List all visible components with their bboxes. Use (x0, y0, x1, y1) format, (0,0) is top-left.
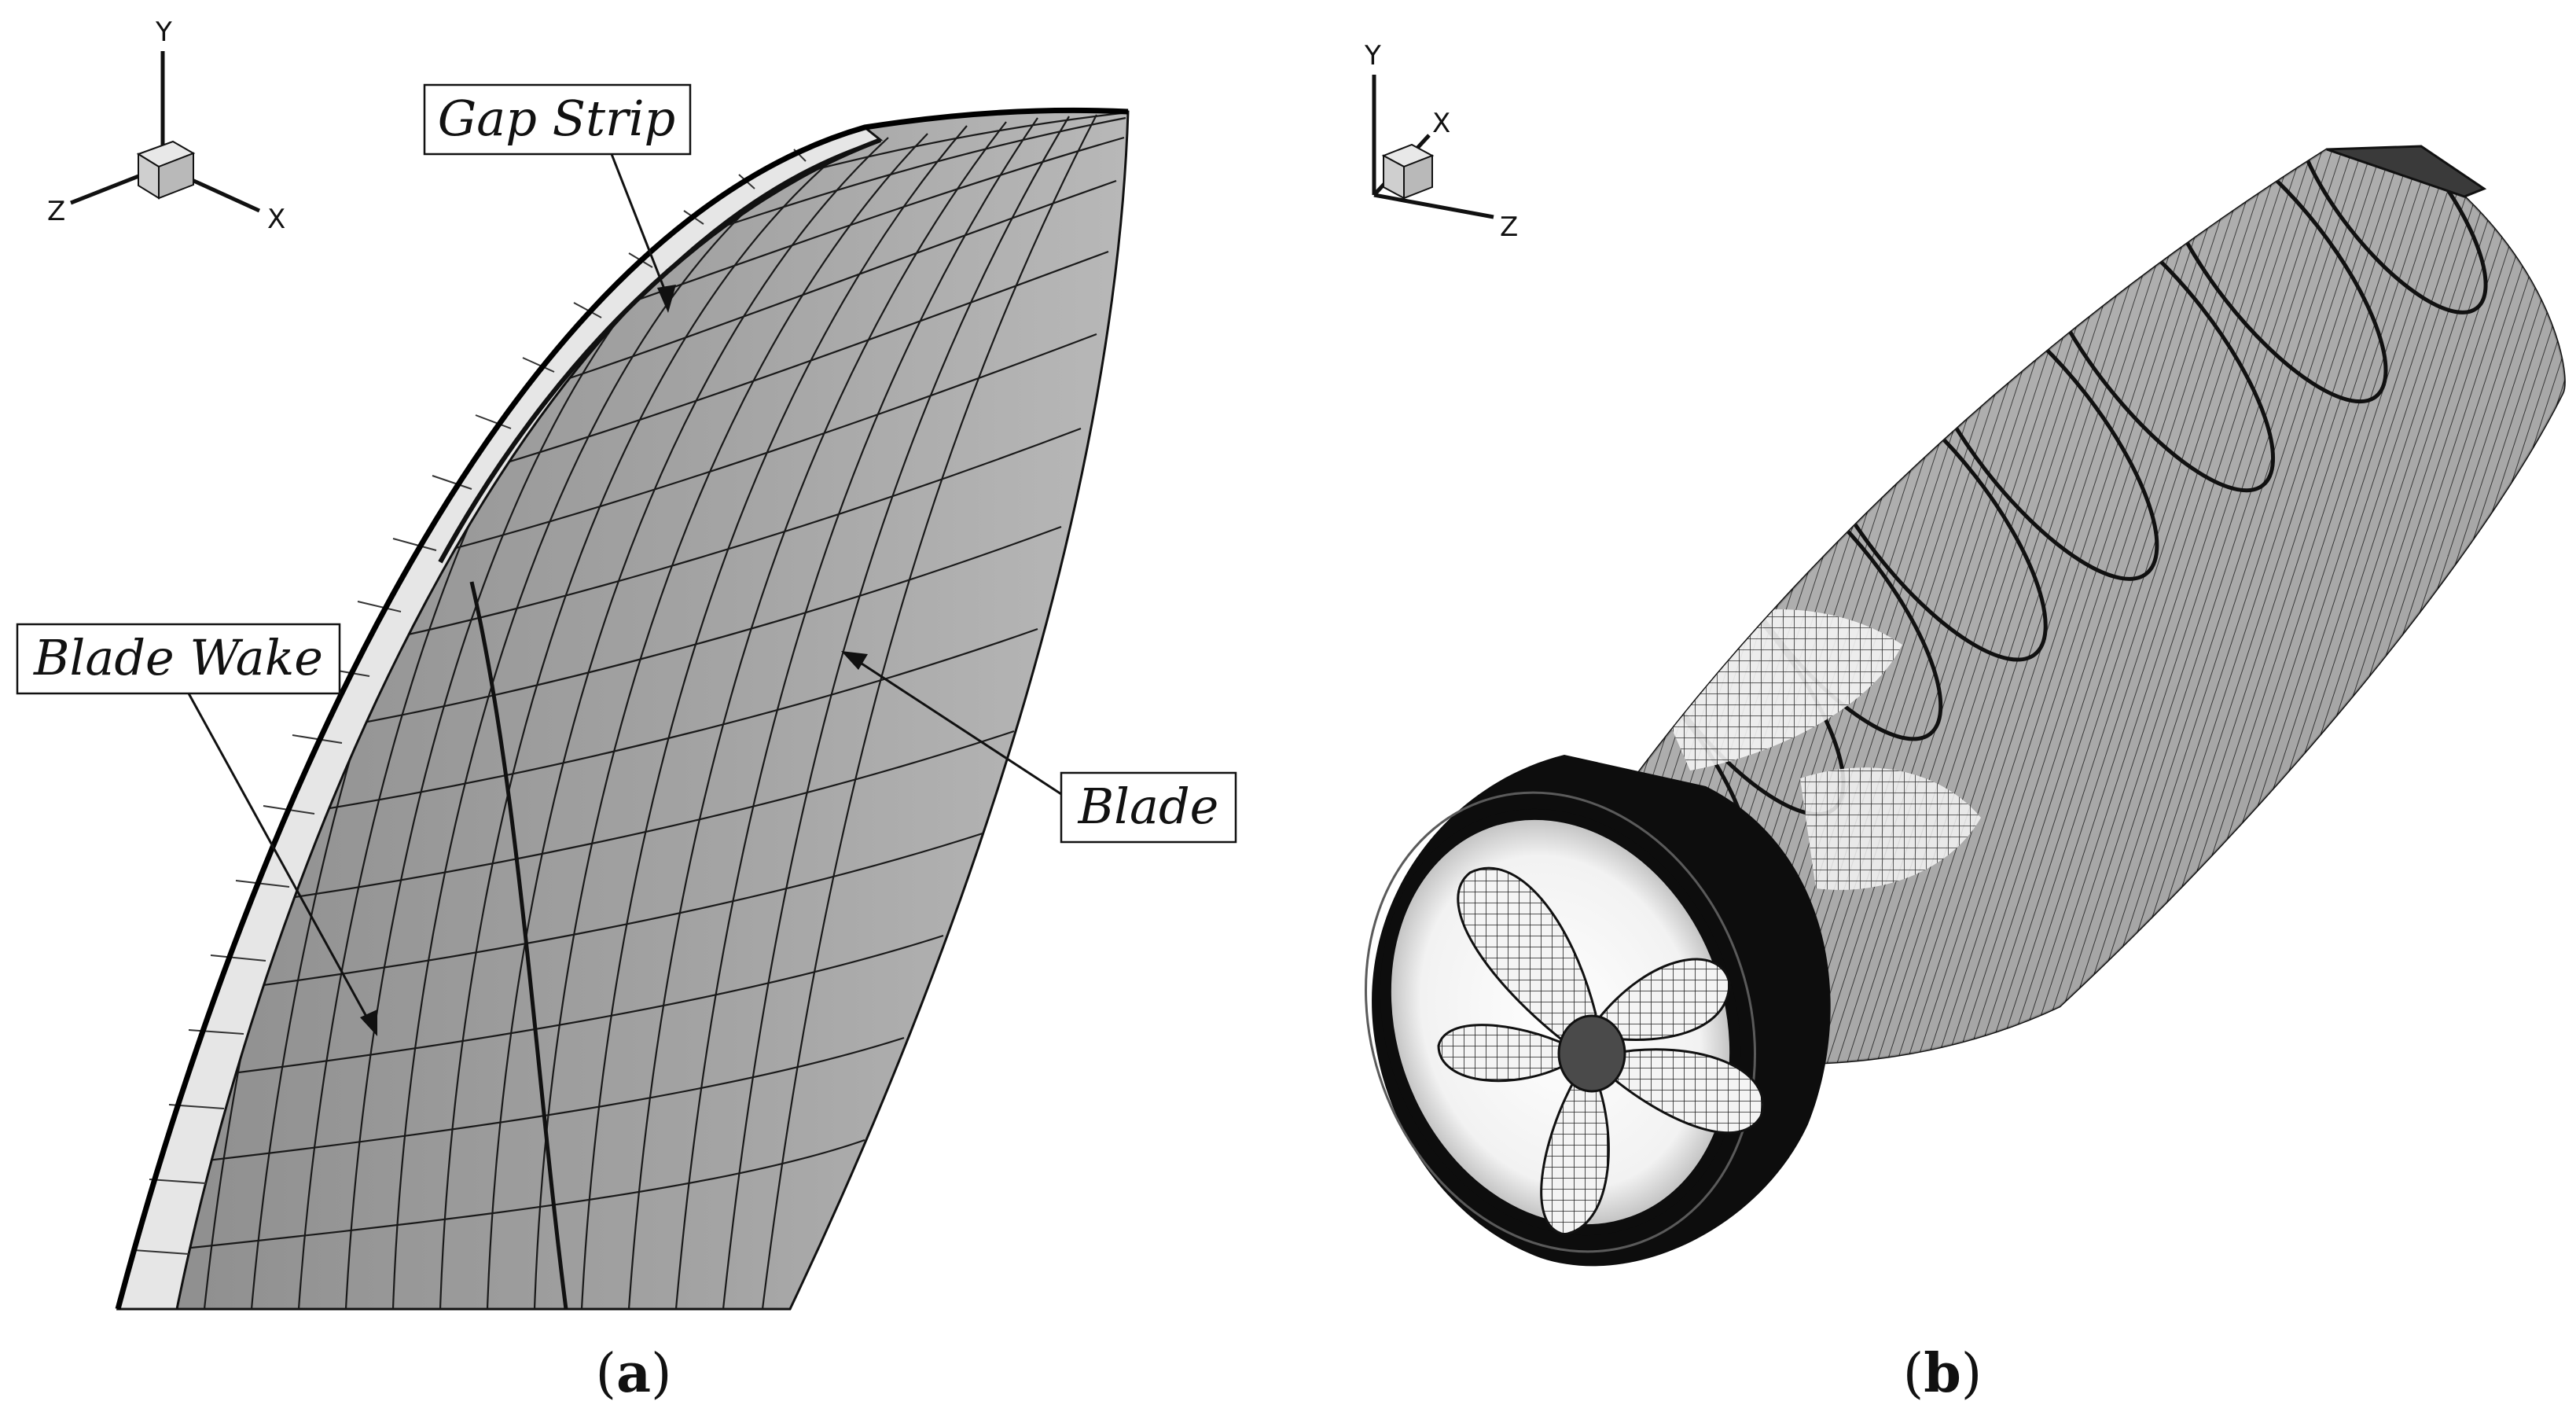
axis-cube (136, 140, 196, 200)
callout-blade-wake: Blade Wake (16, 623, 377, 1036)
svg-text:Blade Wake: Blade Wake (33, 629, 323, 686)
propeller-blade (1457, 866, 1597, 1056)
propeller-blade (1610, 1048, 1764, 1135)
axis-triad-a: Y Z X (47, 17, 285, 235)
caption-a: (a) (595, 1342, 671, 1405)
axis-label-x: X (267, 204, 285, 235)
callout-blade: Blade (841, 651, 1237, 844)
propeller-blade (1540, 1076, 1610, 1236)
panel-b: Y X Z (1364, 40, 2566, 1405)
svg-text:Gap Strip: Gap Strip (438, 90, 675, 147)
callout-gap-strip: Gap Strip (423, 83, 692, 313)
caption-b: (b) (1903, 1342, 1983, 1405)
axis-label-x: X (1432, 108, 1450, 139)
axis-triad-b: Y X Z (1364, 40, 1518, 243)
axis-label-z: Z (47, 196, 65, 227)
axis-cube (1381, 143, 1435, 200)
panel-a: Y Z X (16, 17, 1237, 1405)
svg-text:Blade: Blade (1078, 778, 1219, 835)
axis-label-y: Y (155, 17, 172, 48)
propeller (1437, 866, 1764, 1236)
axis-label-z: Z (1500, 211, 1518, 243)
blade-leading-edge (115, 107, 1129, 1310)
propeller-blade (1437, 1024, 1574, 1083)
propeller-blade (1594, 958, 1731, 1041)
blade-wake-edge (469, 581, 568, 1310)
propeller-hub (1557, 1014, 1626, 1093)
axis-label-y: Y (1364, 40, 1381, 72)
gap-strip-line (438, 138, 882, 564)
